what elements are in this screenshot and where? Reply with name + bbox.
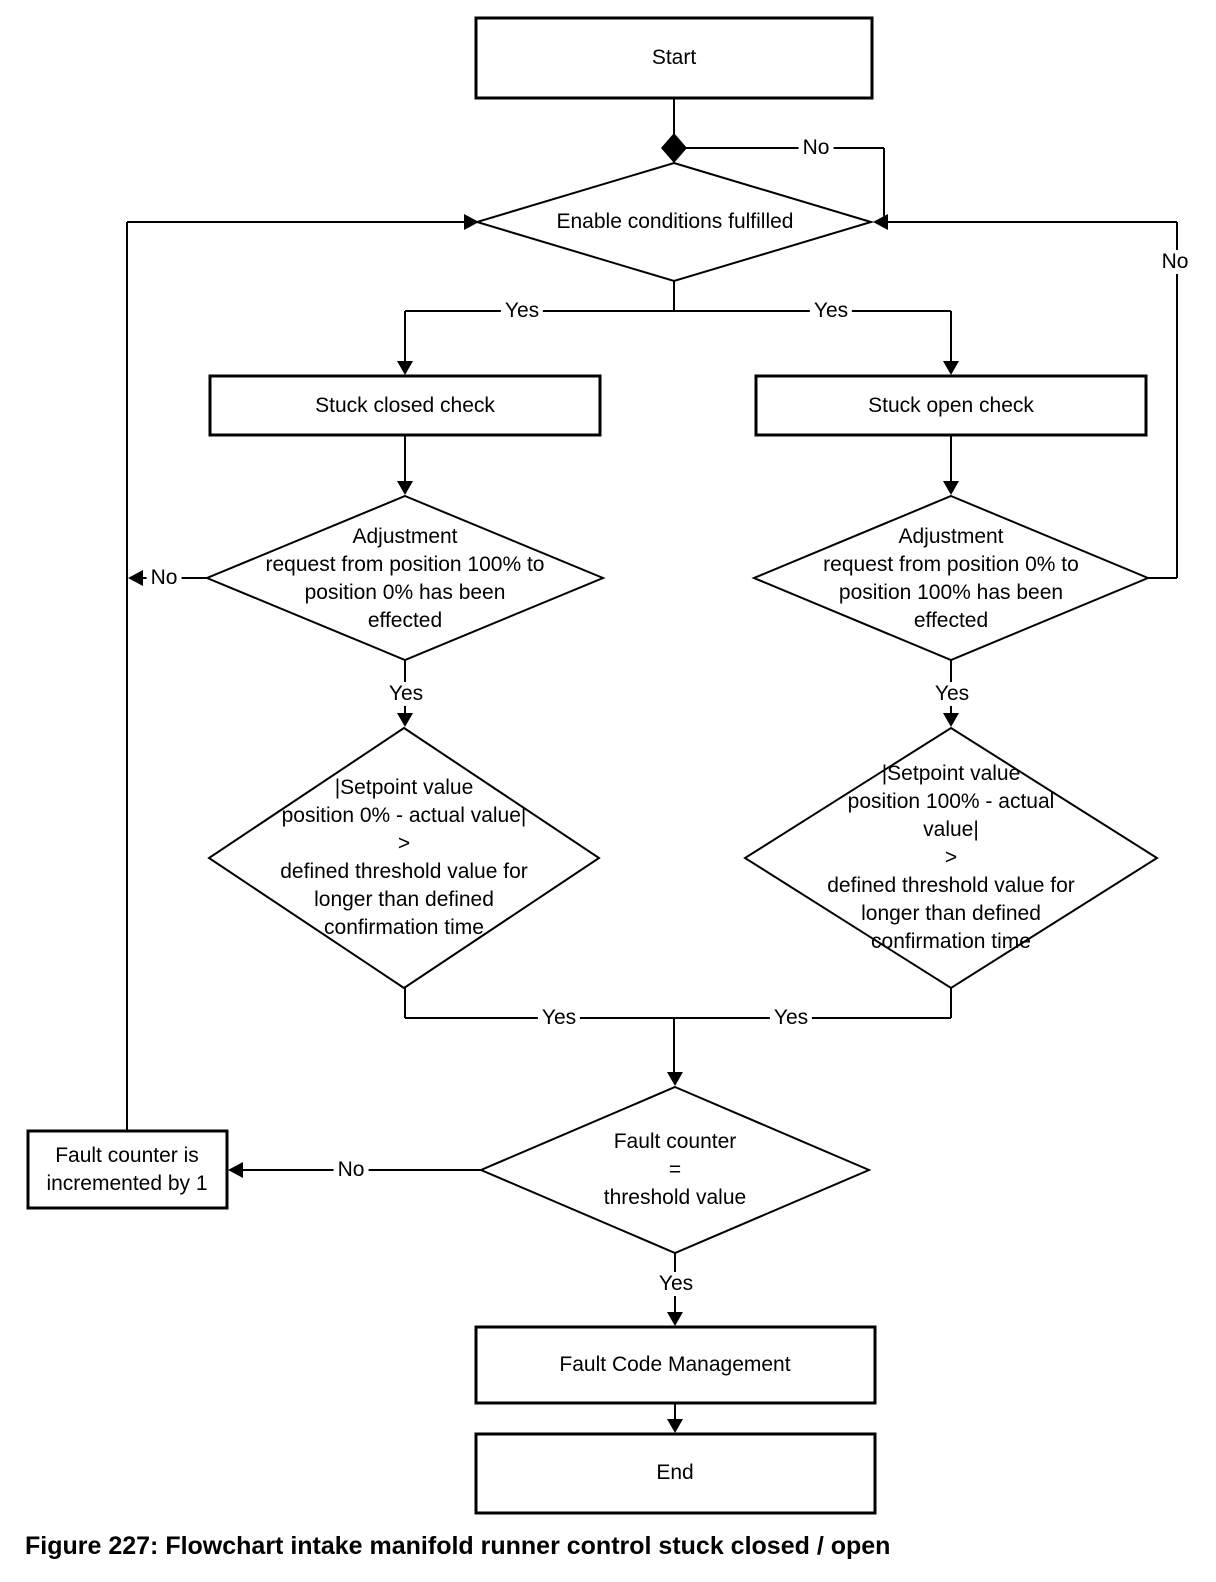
node-end-shape (474, 1432, 877, 1515)
node-fault-code-shape (474, 1325, 877, 1405)
node-adj-left-label: Adjustment request from position 100% to… (265, 525, 545, 632)
arrowhead-end-icon (667, 1419, 683, 1433)
node-fault-code-label: Fault Code Management (559, 1353, 791, 1376)
arrowhead-fault-counter-icon (667, 1072, 683, 1086)
node-setpoint-right-label: |Setpoint value position 100% - actual v… (827, 762, 1075, 953)
process-boxes (26, 16, 1148, 1515)
arrowhead-stuck-closed-icon (397, 361, 413, 375)
arrowhead-counter-no-icon (228, 1162, 243, 1178)
node-adj-right-label: Adjustment request from position 0% to p… (823, 525, 1079, 632)
edge-label-merge-left-yes: Yes (537, 1006, 581, 1030)
node-setpoint-left-shape (207, 726, 601, 990)
arrowhead-into-enable-left-icon (464, 214, 479, 230)
edge-label-branch-left-yes: Yes (500, 299, 544, 323)
connector-lines (126, 98, 1178, 1421)
node-setpoint-left-label: |Setpoint value position 0% - actual val… (280, 776, 528, 939)
node-stuck-open-shape (754, 374, 1148, 437)
edge-label-counter-yes: Yes (654, 1272, 698, 1296)
arrowhead-stuck-open-icon (943, 361, 959, 375)
arrowhead-adj-right-icon (943, 481, 959, 495)
edge-label-branch-right-yes: Yes (809, 299, 853, 323)
node-enable-shape (473, 161, 875, 283)
edge-label-adj-left-yes: Yes (384, 682, 428, 706)
arrowhead-into-enable-right-icon (873, 214, 888, 230)
node-stuck-open-label: Stuck open check (868, 394, 1034, 417)
arrowhead-start-enable-icon (661, 133, 687, 163)
arrowhead-setpoint-right-icon (943, 713, 959, 727)
node-enable-label: Enable conditions fulfilled (556, 210, 794, 233)
edge-label-merge-right-yes: Yes (769, 1006, 813, 1030)
arrowhead-adj-left-no-icon (128, 570, 143, 586)
node-start-label: Start (651, 46, 697, 69)
arrowhead-fault-code-icon (667, 1312, 683, 1326)
edge-label-counter-no: No (333, 1158, 369, 1182)
arrowhead-adj-left-icon (397, 481, 413, 495)
node-adj-right-shape (751, 494, 1151, 662)
edge-label-enable-no-top: No (798, 136, 834, 160)
node-fault-counter-label: Fault counter = threshold value (603, 1130, 747, 1209)
arrowhead-setpoint-left-icon (397, 713, 413, 727)
figure-caption: Figure 227: Flowchart intake manifold ru… (25, 1532, 891, 1560)
node-end-label: End (656, 1461, 694, 1484)
edge-label-adj-left-no: No (146, 566, 182, 590)
decision-diamonds (204, 161, 1159, 1255)
node-setpoint-right-shape (743, 726, 1159, 990)
node-stuck-closed-shape (208, 374, 602, 437)
arrowheads (128, 133, 959, 1433)
node-adj-left-shape (204, 494, 606, 662)
node-fault-increment-label: Fault counter is incremented by 1 (46, 1144, 208, 1195)
node-fault-counter-shape (478, 1085, 872, 1255)
node-start-shape (474, 16, 874, 100)
node-stuck-closed-label: Stuck closed check (315, 394, 495, 417)
edge-label-adj-right-no: No (1157, 250, 1193, 274)
node-fault-increment-shape (26, 1129, 229, 1210)
edge-label-adj-right-yes: Yes (930, 682, 974, 706)
